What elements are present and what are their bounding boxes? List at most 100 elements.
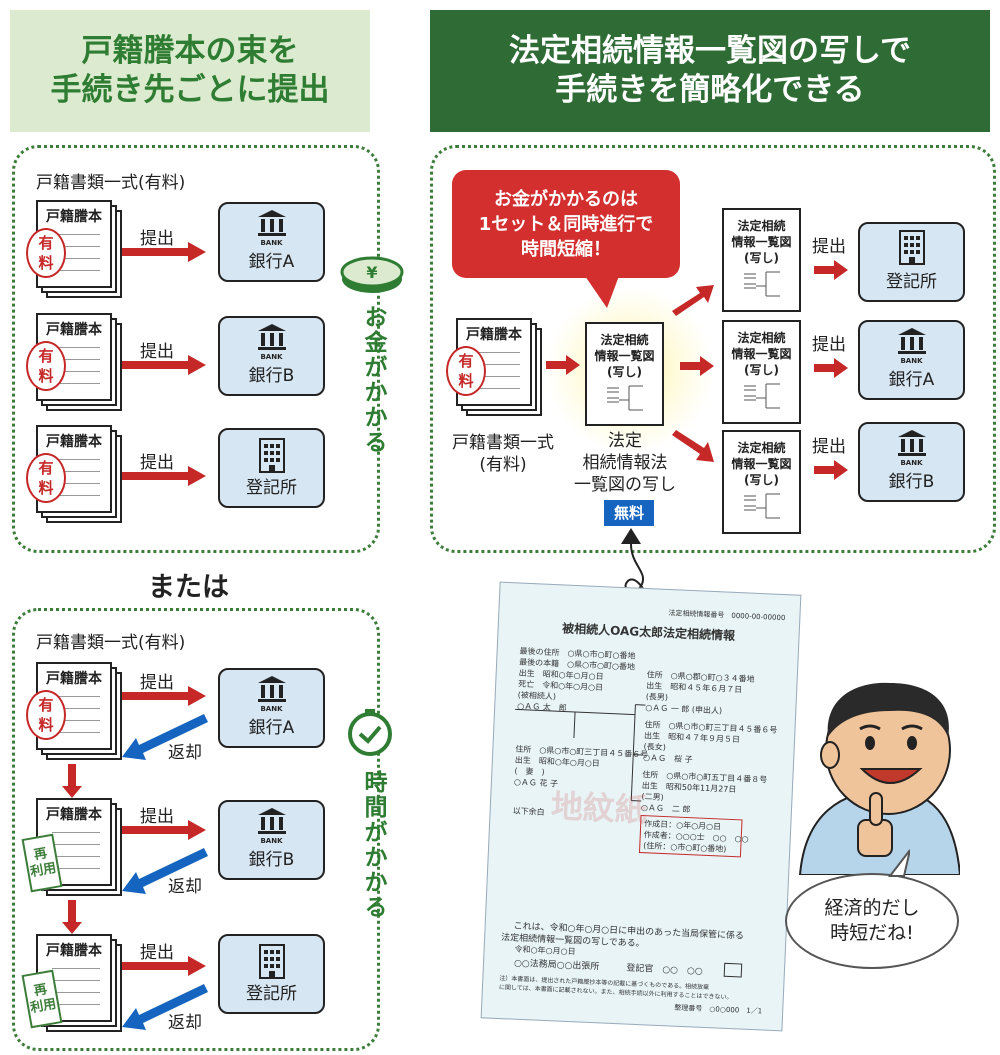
submit-arrow-icon — [814, 460, 848, 480]
target-name: 登記所 — [246, 984, 297, 1004]
doc-title: 戸籍謄本 — [46, 322, 102, 338]
thought-tail — [887, 849, 910, 877]
cert-blank-note: 以下余白 — [512, 806, 545, 817]
right-header: 法定相続情報一覧図の写しで手続きを簡略化できる — [430, 10, 990, 132]
cost-note: お金がかかる — [360, 305, 386, 455]
submit-arrow-icon — [122, 956, 206, 976]
bottom-left-panel-label: 戸籍書類一式(有料) — [36, 633, 186, 653]
overview-doc-copy: 法定相続情報一覧図(写し) — [722, 430, 801, 534]
target-name: 銀行B — [248, 366, 295, 386]
paid-seal: 有料 — [446, 346, 486, 396]
submit-arrow-icon — [814, 358, 848, 378]
top-left-panel-label: 戸籍書類一式(有料) — [36, 173, 186, 193]
left-header: 戸籍謄本の束を手続き先ごとに提出 — [10, 10, 370, 132]
bank-logo-text: BANK — [900, 357, 923, 365]
building-icon — [899, 230, 925, 265]
target-name: 登記所 — [886, 272, 937, 292]
bank-icon — [258, 676, 286, 702]
submit-arrow-icon — [122, 242, 206, 262]
time-note: 時間がかかる — [360, 770, 386, 920]
target-bank-a: BANK 銀行A — [218, 668, 325, 748]
submit-arrow-icon — [122, 355, 206, 375]
building-icon — [259, 438, 285, 473]
return-label: 返却 — [168, 877, 202, 897]
or-label: または — [148, 572, 229, 603]
target-bank-a: BANK 銀行A — [858, 320, 965, 400]
koseki-doc-stack: 戸籍謄本 再利用 — [21, 798, 122, 896]
bank-logo-text: BANK — [260, 837, 283, 845]
left-header-line1: 戸籍謄本の束を — [81, 33, 299, 70]
family-tree-lines — [515, 704, 646, 802]
target-registry-office: 登記所 — [858, 222, 965, 302]
bank-icon — [258, 324, 286, 350]
right-header-line1: 法定相続情報一覧図の写しで — [508, 33, 912, 70]
target-registry-office: 登記所 — [218, 428, 325, 508]
man-thumbs-up-icon — [798, 682, 960, 875]
callout-tail — [585, 276, 619, 308]
submit-arrow-icon — [122, 686, 206, 706]
return-label: 返却 — [168, 1013, 202, 1033]
submit-label: 提出 — [140, 943, 174, 963]
paid-seal: 有料 — [26, 341, 66, 391]
koseki-doc-stack: 戸籍謄本 再利用 — [21, 934, 122, 1032]
top-left-panel — [12, 145, 380, 553]
family-tree-icon — [744, 271, 780, 297]
family-tree-icon — [744, 493, 780, 519]
yen-coin-icon: ¥ — [340, 256, 404, 293]
submit-label: 提出 — [812, 237, 846, 257]
down-arrow-icon — [62, 764, 82, 798]
bank-icon — [258, 210, 286, 236]
target-name: 登記所 — [246, 478, 297, 498]
koseki-doc-stack: 戸籍謄本 有料 — [26, 662, 122, 760]
bank-logo-text: BANK — [260, 239, 283, 247]
doc-title: 戸籍謄本 — [466, 327, 522, 343]
cert-footer: ○○法務局○○出張所 登記官 ○○ ○○ — [513, 958, 703, 977]
bank-logo-text: BANK — [260, 353, 283, 361]
family-tree-icon — [607, 385, 643, 411]
return-label: 返却 — [168, 743, 202, 763]
submit-label: 提出 — [140, 673, 174, 693]
doc-title: 戸籍謄本 — [46, 943, 102, 959]
submit-arrow-icon — [814, 260, 848, 280]
target-name: 銀行A — [248, 252, 295, 272]
submit-arrow-icon — [546, 355, 580, 375]
cert-serial-label: 法定相続情報番号 — [668, 609, 725, 620]
doc-title: 戸籍謄本 — [46, 671, 102, 687]
overview-doc-center: 法定相続情報一覧図(写し) — [585, 322, 664, 426]
paid-seal: 有料 — [26, 453, 66, 503]
inheritance-certificate: 法定相続情報番号 0000-00-00000 被相続人OAG太郎法定相続情報 最… — [480, 581, 802, 1032]
return-arrow-icon — [122, 714, 208, 760]
fanout-arrow-up-icon — [672, 285, 714, 316]
return-arrow-icon — [122, 984, 208, 1030]
submit-arrow-icon — [122, 820, 206, 840]
cert-watermark: 地紋紙 — [550, 787, 648, 830]
bottom-left-panel — [12, 608, 380, 1051]
bank-icon — [898, 328, 926, 354]
building-icon — [259, 944, 285, 979]
bank-icon — [898, 430, 926, 456]
free-badge: 無料 — [604, 500, 654, 526]
submit-label: 提出 — [140, 229, 174, 249]
right-panel — [430, 145, 996, 553]
overview-doc-copy: 法定相続情報一覧図(写し) — [722, 208, 801, 312]
target-name: 銀行A — [248, 718, 295, 738]
target-name: 銀行A — [888, 370, 935, 390]
koseki-doc-stack: 戸籍謄本 有料 — [26, 200, 122, 298]
cert-serial: 0000-00-00000 — [731, 611, 786, 623]
target-bank-b: BANK 銀行B — [218, 800, 325, 880]
submit-label: 提出 — [140, 453, 174, 473]
fanout-arrow-down-icon — [672, 430, 714, 462]
return-arrow-icon — [122, 848, 208, 894]
bank-icon — [258, 808, 286, 834]
target-bank-a: BANK 銀行A — [218, 202, 325, 282]
left-header-line2: 手続き先ごとに提出 — [50, 72, 330, 108]
cert-row: ○ＡＧ 一 郎 (申出人) — [645, 703, 723, 716]
doc-title: 戸籍謄本 — [46, 209, 102, 225]
koseki-doc-stack: 戸籍謄本 有料 — [26, 313, 122, 411]
family-tree-icon — [744, 383, 780, 409]
submit-label: 提出 — [812, 335, 846, 355]
paid-seal: 有料 — [26, 228, 66, 278]
target-bank-b: BANK 銀行B — [218, 316, 325, 396]
right-header-line2: 手続きを簡略化できる — [555, 72, 865, 108]
